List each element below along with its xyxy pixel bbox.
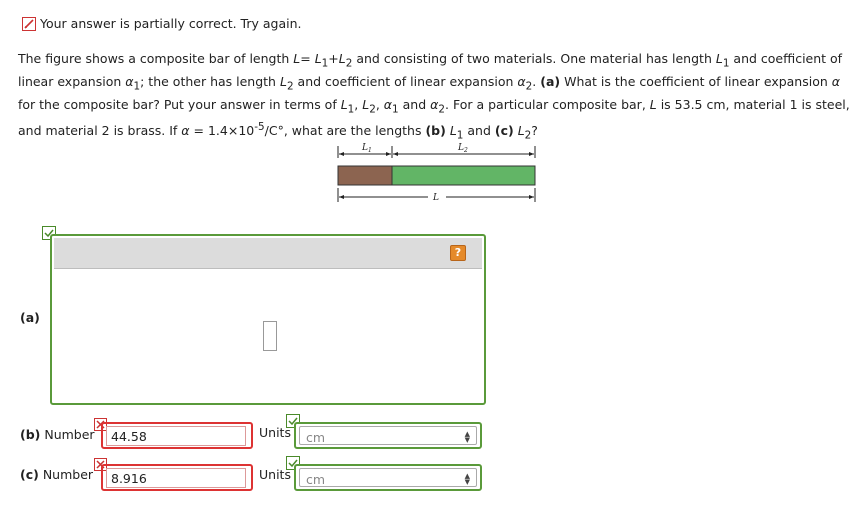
label-L1: L1 [361,143,372,154]
equation-editor[interactable]: ? [50,234,486,405]
part-b-units-label: Units [259,425,291,440]
updown-arrows-icon: ▲▼ [464,472,470,486]
label-L2: L2 [457,143,468,154]
label-L: L [432,193,439,203]
part-c-units-select[interactable]: cm ▲▼ [299,468,477,487]
part-b-units-select-wrap: cm ▲▼ [294,422,482,449]
part-c-units-label: Units [259,467,291,482]
material-1-segment [337,165,393,186]
composite-bar-figure: L1 L2 L [337,143,536,203]
help-icon[interactable]: ? [450,245,466,261]
part-c-number-input[interactable] [106,468,246,488]
question-text: The figure shows a composite bar of leng… [18,51,850,142]
part-b-number-field-wrap [101,422,253,449]
part-b-number-input[interactable] [106,426,246,446]
updown-arrows-icon: ▲▼ [464,430,470,444]
part-b-label: (b) Number [20,427,95,442]
equation-toolbar: ? [54,238,482,269]
part-b-units-select[interactable]: cm ▲▼ [299,426,477,445]
status-line: Your answer is partially correct. Try ag… [22,16,301,31]
equation-input-placeholder[interactable] [263,321,277,351]
partially-correct-icon [22,16,36,31]
part-c-number-field-wrap [101,464,253,491]
part-c-units-select-wrap: cm ▲▼ [294,464,482,491]
material-2-segment [391,165,536,186]
status-message: Your answer is partially correct. Try ag… [40,16,302,31]
part-a-label: (a) [20,310,40,325]
part-c-label: (c) Number [20,467,94,482]
